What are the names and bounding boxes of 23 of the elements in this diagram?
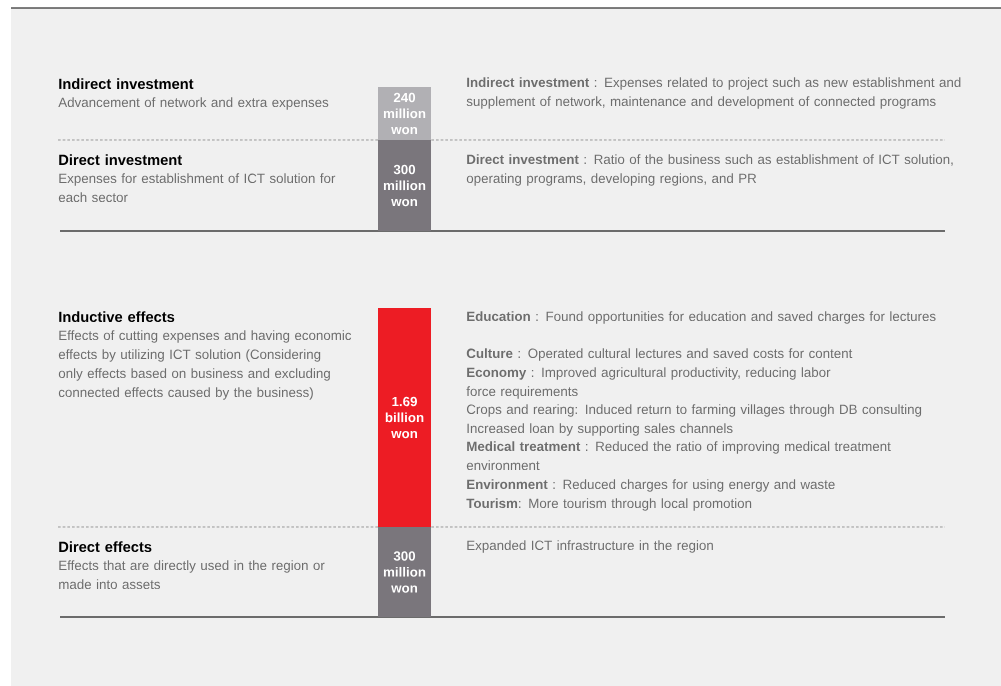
section-heading: Indirect investment xyxy=(59,78,194,90)
section-heading: Direct investment xyxy=(59,154,182,166)
effect-text: Tourism: More tourism through local promotion xyxy=(466,498,752,511)
definition-text: Indirect investment : Expenses related to project such as new establishment and supplement of network, maintenance and development of connected programs xyxy=(466,77,961,109)
definition-text: Expanded ICT infrastructure in the region xyxy=(467,540,713,553)
description-text: Expenses for establishment of ICT solution for each sector xyxy=(58,173,336,203)
effect-text: Crops and rearing: Induced return to farming villages through DB consulting xyxy=(466,404,922,417)
effect-text: Education : Found opportunities for education and saved charges for lectures xyxy=(467,311,936,324)
effect-text: Increased loan by supporting sales channels xyxy=(467,423,733,436)
description-text: Effects that are directly used in the region or made into assets xyxy=(59,560,325,590)
definition-text: Direct investment : Ratio of the business such as establishment of ICT solution, operating programs, developing regions, and PR xyxy=(466,154,953,186)
value-bar: 300 million won xyxy=(378,527,431,617)
effect-text: Economy : Improved agricultural productivity, reducing labor force requirements xyxy=(466,367,831,399)
section-heading: Inductive effects xyxy=(59,311,175,323)
section-heading: Direct effects xyxy=(59,541,152,553)
effect-text: Culture : Operated cultural lectures and saved costs for content xyxy=(466,348,853,361)
description-text: Effects of cutting expenses and having economic effects by utilizing ICT solution (Considering only effects based on business and excluding connected effects caused by the business) xyxy=(58,330,352,400)
effect-text: Medical treatment : Reduced the ratio of improving medical treatment environment xyxy=(466,441,891,471)
value-bar: 300 million won xyxy=(378,140,431,231)
value-bar: 240 million won xyxy=(378,87,431,140)
effect-text: Environment : Reduced charges for using energy and waste xyxy=(467,479,835,492)
value-bar: 1.69 billion won xyxy=(378,308,431,527)
description-text: Advancement of network and extra expenses xyxy=(58,97,329,110)
